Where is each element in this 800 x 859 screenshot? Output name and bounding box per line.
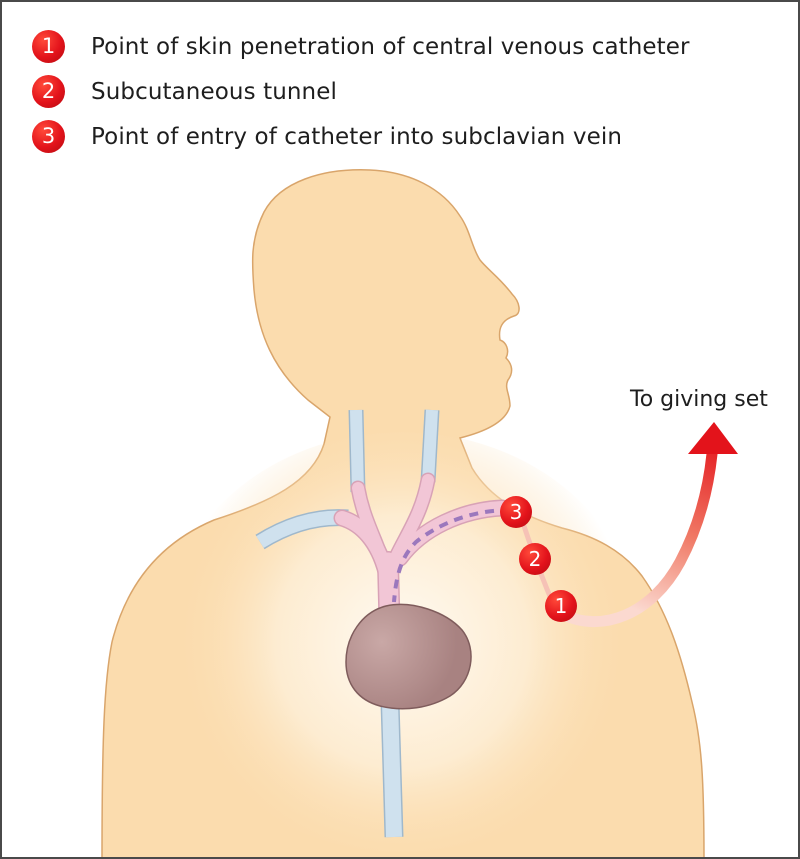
legend-item-3: 3 Point of entry of catheter into subcla… bbox=[32, 114, 690, 159]
legend-text-2: Subcutaneous tunnel bbox=[91, 78, 337, 105]
catheter-dashed-line bbox=[392, 508, 511, 603]
arrow-head-icon bbox=[688, 422, 738, 454]
legend-text-3: Point of entry of catheter into subclavi… bbox=[91, 123, 622, 150]
marker-1: 1 bbox=[545, 590, 577, 622]
marker-2: 2 bbox=[519, 543, 551, 575]
number-badge-1: 1 bbox=[32, 30, 65, 63]
legend: 1 Point of skin penetration of central v… bbox=[32, 24, 690, 159]
legend-item-2: 2 Subcutaneous tunnel bbox=[32, 69, 690, 114]
external-line bbox=[556, 448, 718, 628]
legend-item-1: 1 Point of skin penetration of central v… bbox=[32, 24, 690, 69]
heart bbox=[345, 603, 472, 710]
legend-text-1: Point of skin penetration of central ven… bbox=[91, 33, 690, 60]
number-badge-2: 2 bbox=[32, 75, 65, 108]
number-badge-3: 3 bbox=[32, 120, 65, 153]
marker-3: 3 bbox=[500, 496, 532, 528]
destination-label: To giving set bbox=[630, 387, 768, 412]
